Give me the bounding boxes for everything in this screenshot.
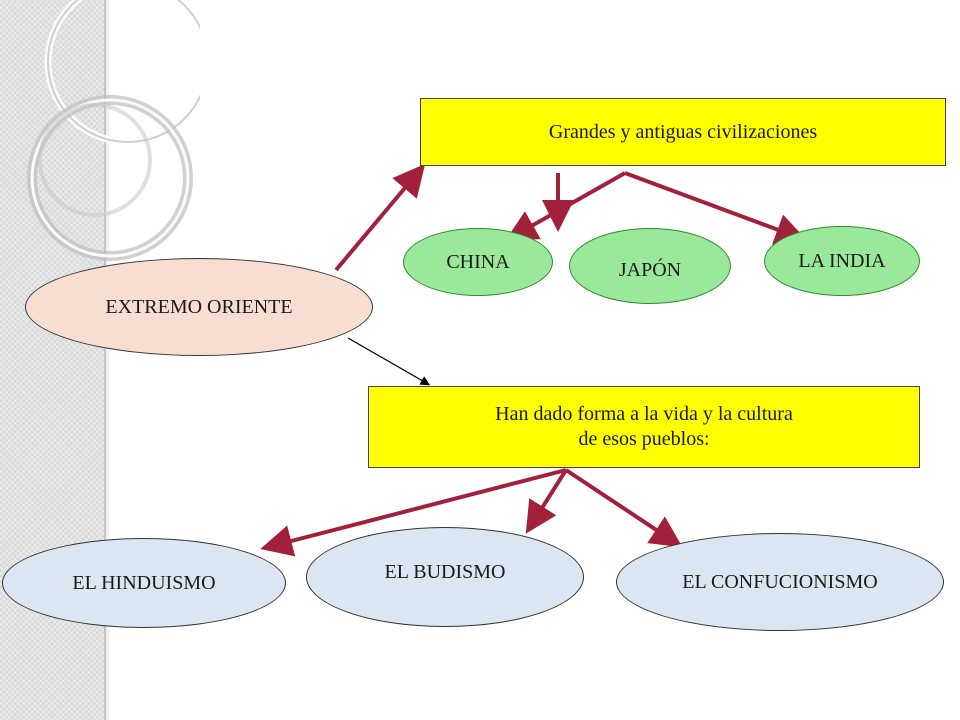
civilizations-label: Grandes y antiguas civilizaciones xyxy=(548,120,818,143)
hinduismo-node: EL HINDUISMO xyxy=(2,538,286,628)
china-label: CHINA xyxy=(446,250,510,273)
hinduismo-label: EL HINDUISMO xyxy=(72,571,216,594)
arrow-culture-to-confucionismo xyxy=(564,468,683,548)
arrow-civ-to-india xyxy=(624,171,808,245)
arrow-root-to-civ xyxy=(334,163,426,272)
arrow-culture-to-budismo xyxy=(525,468,568,534)
arrow-civ-to-china xyxy=(505,171,626,241)
japon-label: JAPÓN xyxy=(618,258,682,281)
extremo-oriente-node: EXTREMO ORIENTE xyxy=(25,258,373,356)
arrow-root-to-culture xyxy=(347,337,431,386)
culture-label-line1: Han dado forma a la vida y la cultura xyxy=(495,403,793,425)
culture-label-line2: de esos pueblos: xyxy=(578,428,710,450)
side-strip-shadow xyxy=(106,0,112,720)
budismo-node: EL BUDISMO xyxy=(306,527,584,627)
budismo-label: EL BUDISMO xyxy=(384,560,506,583)
india-node: LA INDIA xyxy=(764,226,920,296)
civilizations-box: Grandes y antiguas civilizaciones xyxy=(420,98,946,166)
china-node: CHINA xyxy=(403,228,553,296)
confucionismo-label: EL CONFUCIONISMO xyxy=(682,570,878,593)
india-label: LA INDIA xyxy=(798,249,886,272)
arrow-culture-to-hinduismo xyxy=(260,468,567,557)
decorative-circles xyxy=(27,0,200,261)
extremo-oriente-label: EXTREMO ORIENTE xyxy=(105,295,293,318)
japon-node: JAPÓN xyxy=(569,228,731,304)
culture-box: Han dado forma a la vida y la cultura de… xyxy=(368,386,920,468)
confucionismo-node: EL CONFUCIONISMO xyxy=(616,533,944,631)
